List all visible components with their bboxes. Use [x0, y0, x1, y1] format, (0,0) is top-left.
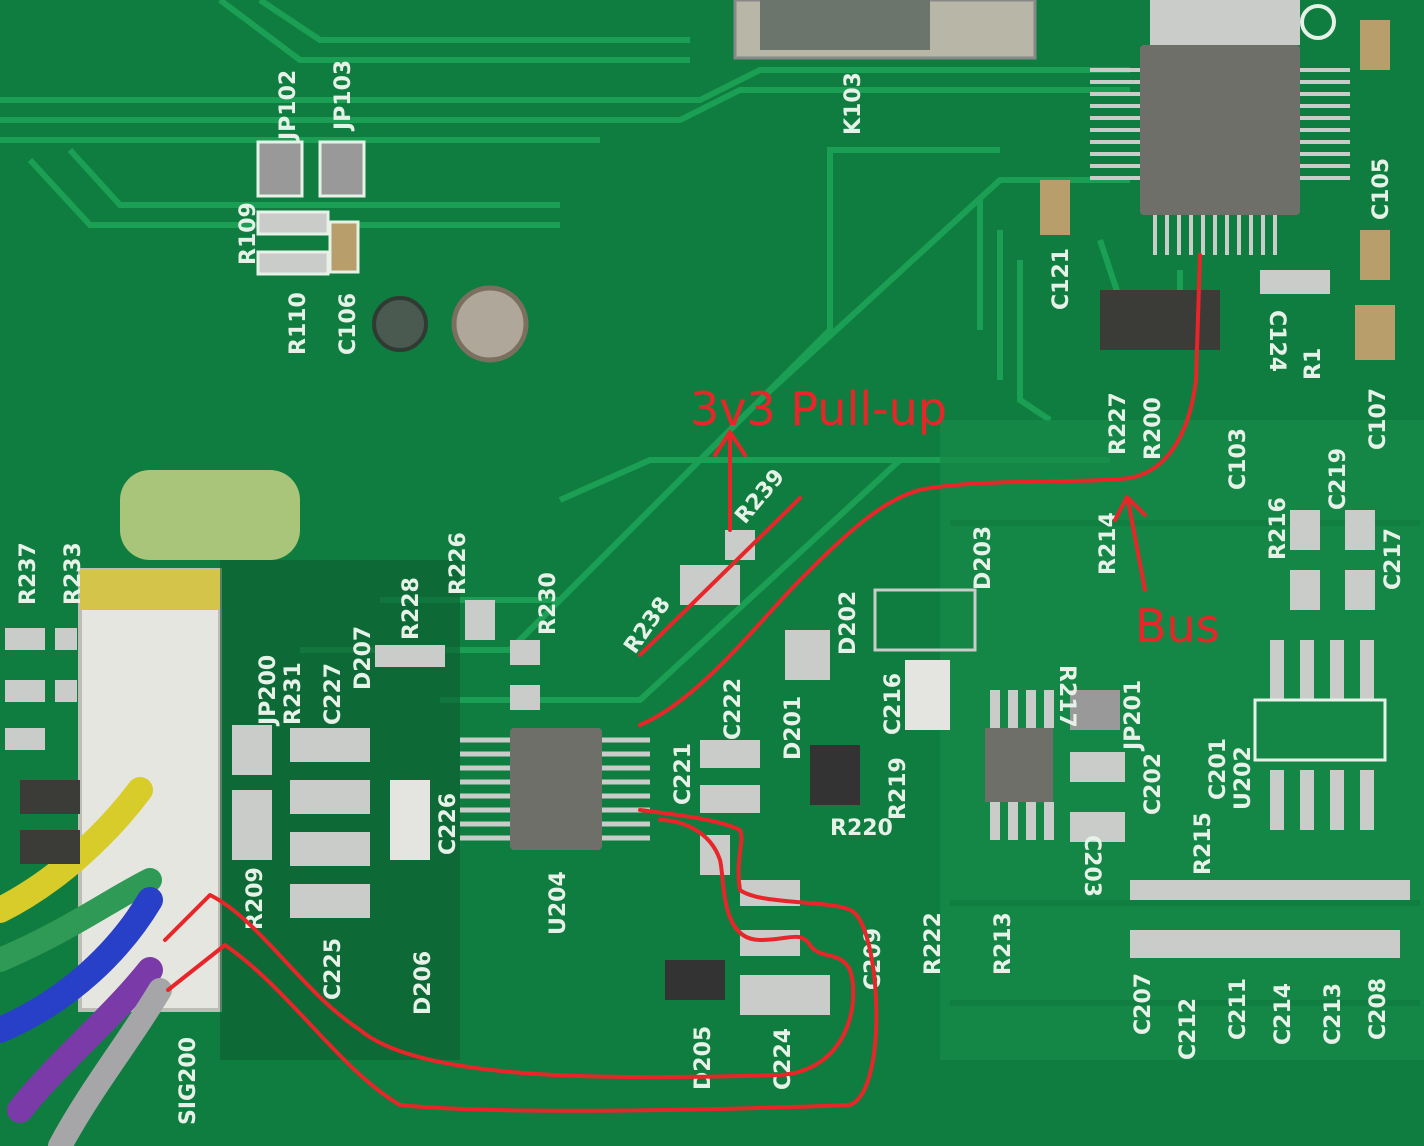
pullup-arrow — [713, 430, 747, 532]
left-passives — [5, 628, 80, 864]
soic-u204 — [460, 728, 650, 850]
silk-d207: D207 — [351, 626, 376, 690]
silk-r217: R217 — [1054, 665, 1079, 728]
silk-c212: C212 — [1176, 998, 1201, 1060]
silk-d202: D202 — [836, 591, 861, 655]
red-annotations — [163, 253, 1202, 1113]
qfp-ic — [1090, 0, 1350, 255]
silk-c107: C107 — [1366, 388, 1391, 450]
silk-r226: R226 — [446, 532, 471, 595]
via-hole — [372, 296, 428, 352]
silk-c207: C207 — [1131, 973, 1156, 1035]
loop-annotation-outer — [166, 808, 879, 1113]
silk-r214: R214 — [1096, 512, 1121, 575]
bus-label: Bus — [1135, 599, 1220, 653]
silk-k103: K103 — [841, 72, 866, 135]
silk-c221: C221 — [671, 743, 696, 805]
ground-vias — [950, 520, 1420, 1006]
silk-c214: C214 — [1271, 983, 1296, 1045]
hole-top-right — [1300, 4, 1336, 40]
wires — [0, 777, 172, 1146]
silk-d203: D203 — [971, 526, 996, 590]
silk-c213: C213 — [1321, 983, 1346, 1045]
silk-r228: R228 — [399, 577, 424, 640]
silk-r219: R219 — [886, 757, 911, 820]
silk-u204: U204 — [546, 871, 571, 935]
silk-c201: C201 — [1206, 738, 1231, 800]
silk-r233: R233 — [61, 542, 86, 605]
silk-r222: R222 — [921, 912, 946, 975]
silk-c227: C227 — [321, 663, 346, 725]
silk-jp200: JP200 — [256, 655, 281, 727]
silk-c219: C219 — [1326, 448, 1351, 510]
bus-arrow — [1113, 495, 1147, 592]
silk-c208: C208 — [1366, 978, 1391, 1040]
silk-u202: U202 — [1231, 746, 1256, 810]
silk-c106: C106 — [336, 293, 361, 355]
silk-c224: C224 — [771, 1028, 796, 1090]
silk-c124: C124 — [1264, 310, 1289, 372]
screw — [451, 285, 529, 363]
silk-c203: C203 — [1079, 835, 1104, 897]
silk-c211: C211 — [1226, 978, 1251, 1040]
silk-jp103: JP103 — [331, 60, 356, 132]
module-shield — [760, 0, 930, 50]
silk-r216: R216 — [1266, 497, 1291, 560]
silk-r215: R215 — [1191, 812, 1216, 875]
silk-d201: D201 — [781, 696, 806, 760]
silk-r109: R109 — [236, 202, 261, 265]
silk-c226: C226 — [436, 793, 461, 855]
silk-d206: D206 — [411, 951, 436, 1015]
silk-d205: D205 — [691, 1026, 716, 1090]
silk-c103: C103 — [1226, 428, 1251, 490]
silk-r237: R237 — [16, 542, 41, 605]
silk-r227: R227 — [1106, 392, 1131, 455]
silk-c105: C105 — [1369, 158, 1394, 220]
silk-c202: C202 — [1141, 753, 1166, 815]
silk-r110: R110 — [286, 292, 311, 355]
silk-c216: C216 — [881, 673, 906, 735]
silk-c121: C121 — [1049, 248, 1074, 310]
silk-r200: R200 — [1141, 397, 1166, 460]
silk-r220: R220 — [830, 816, 893, 841]
silk-r1: R1 — [1301, 348, 1326, 380]
silk-c217: C217 — [1381, 528, 1406, 590]
silk-r230: R230 — [536, 572, 561, 635]
jumper-pads — [256, 140, 366, 276]
silkscreen-labels: JP102 JP103 R109 R110 C106 K103 C121 C10… — [16, 60, 1406, 1125]
bus-trace-annotation — [638, 253, 1202, 727]
silk-r213: R213 — [991, 912, 1016, 975]
pullup-line-annotation — [638, 496, 802, 657]
loop-annotation — [163, 818, 856, 1080]
silk-sig200: SIG200 — [176, 1037, 201, 1125]
silk-jp201: JP201 — [1121, 680, 1146, 752]
pullup-label: 3v3 Pull-up — [690, 382, 947, 436]
middle-passives — [232, 530, 977, 1015]
silk-c222: C222 — [721, 678, 746, 740]
silk-jp102: JP102 — [276, 70, 301, 142]
silk-c225: C225 — [321, 938, 346, 1000]
silk-r231: R231 — [281, 662, 306, 725]
